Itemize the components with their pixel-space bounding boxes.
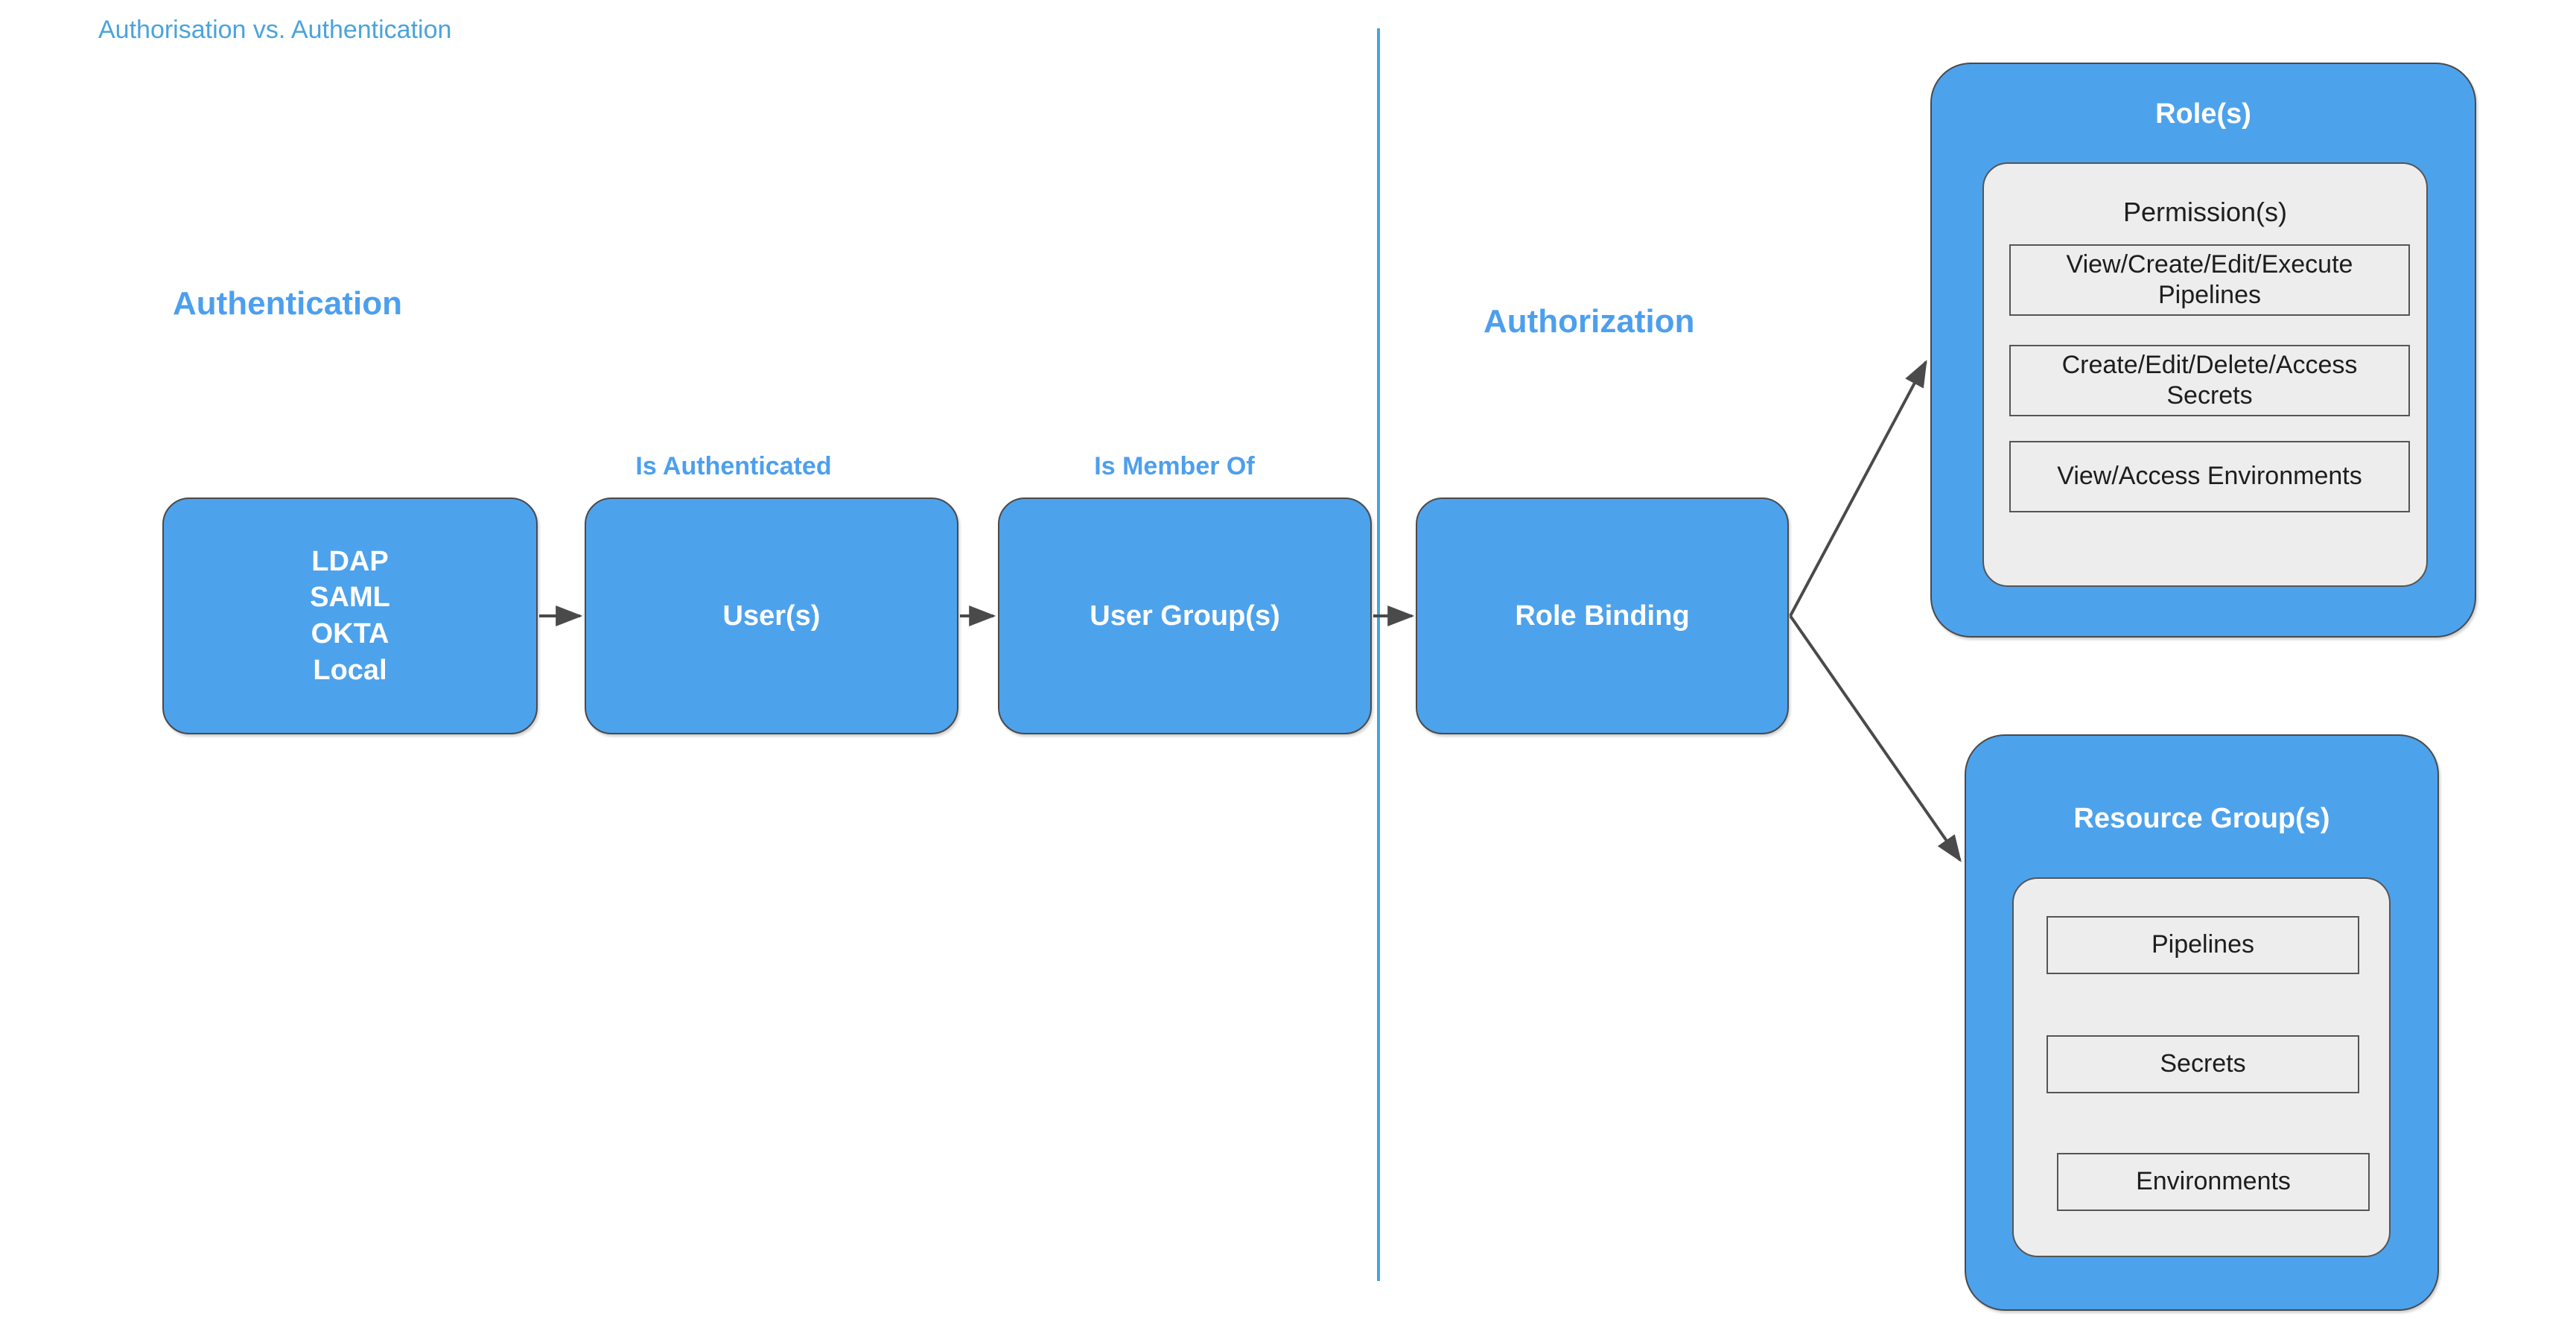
resource-item-environments[interactable]: Environments <box>2057 1153 2370 1211</box>
panel-permissions: Permission(s) View/Create/Edit/Execute P… <box>1982 162 2428 587</box>
identity-source-okta: OKTA <box>311 618 389 649</box>
box-identity-sources[interactable]: LDAP SAML OKTA Local <box>162 498 538 734</box>
permission-item-pipelines[interactable]: View/Create/Edit/Execute Pipelines <box>2009 244 2410 316</box>
box-users[interactable]: User(s) <box>585 498 958 734</box>
box-role-binding[interactable]: Role Binding <box>1416 498 1789 734</box>
resource-item-pipelines[interactable]: Pipelines <box>2047 916 2359 974</box>
box-user-groups[interactable]: User Group(s) <box>998 498 1372 734</box>
identity-source-ldap: LDAP <box>311 545 389 577</box>
panel-permissions-title: Permission(s) <box>2122 197 2288 227</box>
panel-resources: Pipelines Secrets Environments <box>2012 877 2391 1257</box>
box-users-label: User(s) <box>722 600 821 632</box>
authn-authz-divider <box>1377 28 1380 1281</box>
card-roles-title: Role(s) <box>2155 98 2251 130</box>
resource-item-secrets[interactable]: Secrets <box>2047 1035 2359 1093</box>
label-is-authenticated: Is Authenticated <box>635 452 832 480</box>
box-role-binding-label: Role Binding <box>1515 600 1690 632</box>
card-resource-groups-title: Resource Group(s) <box>2073 803 2330 834</box>
arrow-role-binding-to-roles <box>1789 360 1927 617</box>
card-roles[interactable]: Role(s) Permission(s) View/Create/Edit/E… <box>1930 63 2476 638</box>
arrow-role-binding-to-resource-groups <box>1789 614 1962 862</box>
identity-sources-stack: LDAP SAML OKTA Local <box>310 544 390 689</box>
permission-item-environments[interactable]: View/Access Environments <box>2009 441 2410 512</box>
authentication-heading: Authentication <box>173 285 402 322</box>
card-resource-groups[interactable]: Resource Group(s) Pipelines Secrets Envi… <box>1965 734 2439 1311</box>
identity-source-local: Local <box>313 654 387 686</box>
permission-item-secrets[interactable]: Create/Edit/Delete/Access Secrets <box>2009 345 2410 416</box>
identity-source-saml: SAML <box>310 582 390 614</box>
diagram-title: Authorisation vs. Authentication <box>98 16 452 44</box>
box-user-groups-label: User Group(s) <box>1090 600 1280 632</box>
authorization-heading: Authorization <box>1483 303 1695 340</box>
label-is-member-of: Is Member Of <box>1094 452 1255 480</box>
